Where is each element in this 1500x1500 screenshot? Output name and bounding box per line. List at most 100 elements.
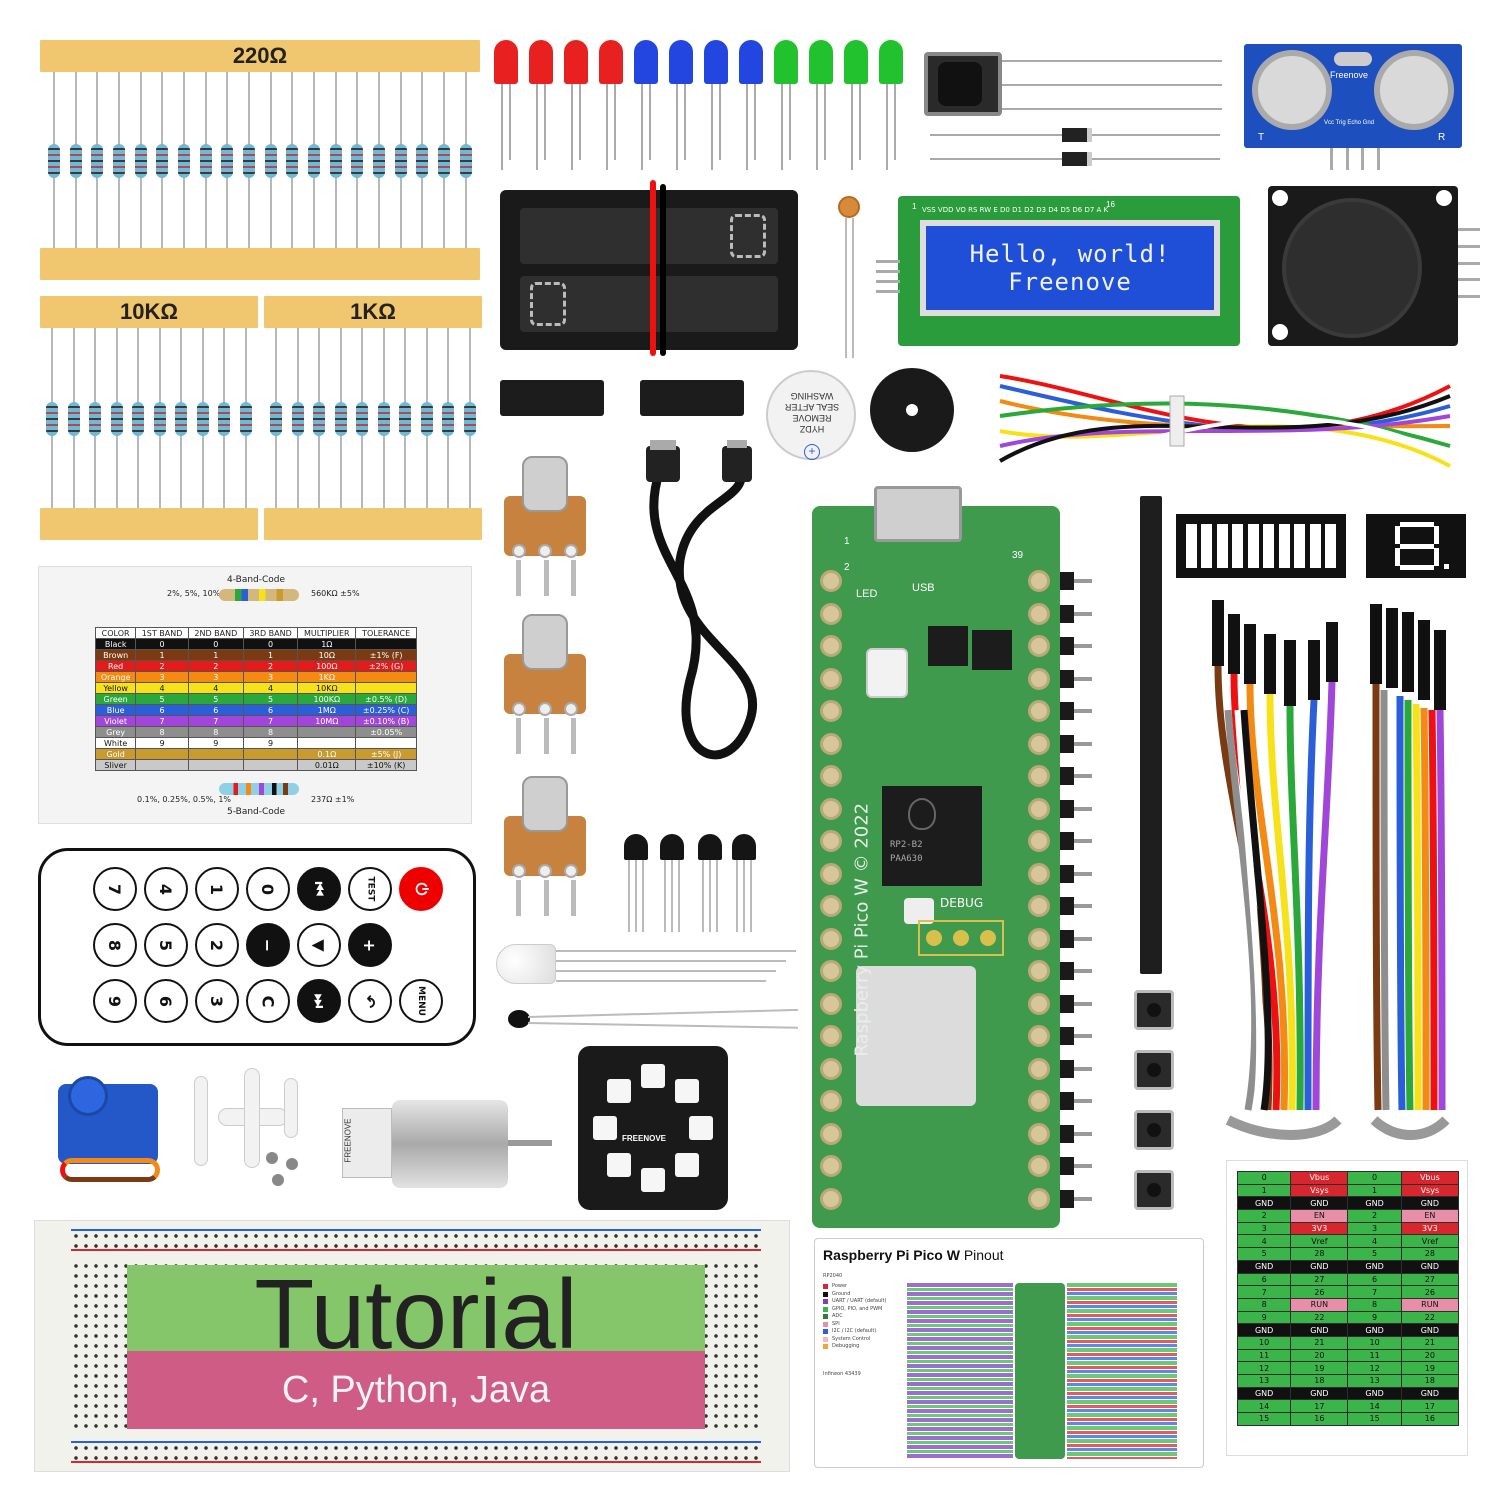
pin-hole bbox=[1028, 830, 1050, 852]
push-button[interactable] bbox=[1134, 990, 1174, 1030]
remote-key[interactable]: 9 bbox=[93, 979, 137, 1023]
table-cell bbox=[297, 737, 357, 749]
table-cell: 9 bbox=[242, 737, 299, 749]
rp2040-chip: RP2-B2 PAA630 bbox=[882, 786, 982, 886]
header-pin-lead bbox=[1074, 1034, 1092, 1038]
table-cell: 100KΩ bbox=[297, 693, 357, 705]
pin-hole bbox=[820, 700, 842, 722]
lcd-line-2: Freenove bbox=[1008, 268, 1132, 296]
legend-item: ADC bbox=[823, 1313, 903, 1321]
remote-key[interactable]: ↶ bbox=[348, 979, 392, 1023]
remote-key[interactable]: ⏻ bbox=[399, 867, 443, 911]
tape-top: 1KΩ bbox=[264, 296, 482, 328]
table-cell: ±10% (K) bbox=[355, 759, 417, 771]
header-pin bbox=[1060, 832, 1074, 850]
header-pin-lead bbox=[1074, 904, 1092, 908]
lcd-pin-end: 16 bbox=[1106, 200, 1115, 209]
ring-led bbox=[689, 1116, 713, 1140]
dupont-cable-female-female bbox=[1366, 600, 1466, 1140]
push-button[interactable] bbox=[1134, 1110, 1174, 1150]
header-pin-lead bbox=[1074, 1099, 1092, 1103]
table-cell: 1Ω bbox=[297, 638, 357, 650]
resistor bbox=[264, 72, 277, 250]
battery-wire-black bbox=[660, 184, 666, 356]
remote-key[interactable]: ▼ bbox=[297, 923, 341, 967]
table-cell: Vref bbox=[1290, 1234, 1349, 1249]
table-cell: GND bbox=[1236, 1386, 1292, 1401]
remote-key[interactable]: 8 bbox=[93, 923, 137, 967]
lcd-pin-header-label: VSS VDD VO RS RW E D0 D1 D2 D3 D4 D5 D6 … bbox=[922, 206, 1109, 214]
resistor-label-220: 220Ω bbox=[232, 43, 288, 68]
resistor bbox=[239, 328, 252, 510]
four-band-left: 2%, 5%, 10% bbox=[167, 589, 221, 598]
header-pin-lead bbox=[1074, 1196, 1092, 1201]
resistor bbox=[438, 72, 451, 250]
pin-hole bbox=[820, 895, 842, 917]
ring-led bbox=[641, 1168, 665, 1192]
servo-wire bbox=[60, 1158, 160, 1182]
header-pin-lead bbox=[1074, 1066, 1092, 1071]
remote-key[interactable]: 0 bbox=[246, 867, 290, 911]
five-band-title: 5-Band-Code bbox=[227, 807, 286, 817]
push-button[interactable] bbox=[1134, 1050, 1174, 1090]
table-cell: 9 bbox=[187, 737, 244, 749]
remote-key[interactable]: 5 bbox=[144, 923, 188, 967]
led bbox=[564, 40, 588, 174]
usb-cable-svg bbox=[646, 440, 757, 760]
resistor bbox=[377, 328, 390, 510]
remote-key[interactable]: − bbox=[246, 923, 290, 967]
pin-hole bbox=[820, 667, 842, 690]
remote-key[interactable]: 7 bbox=[93, 867, 137, 911]
potentiometer[interactable] bbox=[498, 776, 592, 926]
table-cell: 14 bbox=[1347, 1399, 1402, 1414]
resistor bbox=[132, 328, 145, 510]
debug-label: DEBUG bbox=[940, 896, 984, 910]
pin-hole bbox=[820, 1025, 842, 1047]
power-rail-bottom bbox=[71, 1441, 761, 1463]
rgb-led-lead bbox=[556, 970, 776, 972]
table-cell: EN bbox=[1400, 1209, 1460, 1223]
header-pin bbox=[1060, 1124, 1074, 1143]
remote-key[interactable]: 2 bbox=[195, 923, 239, 967]
remote-key[interactable]: 4 bbox=[144, 867, 188, 911]
legend-item: I2C / I2C (default) bbox=[823, 1328, 903, 1336]
remote-key[interactable]: 6 bbox=[144, 979, 188, 1023]
table-cell: ±0.5% (D) bbox=[355, 693, 417, 705]
table-cell: 21 bbox=[1290, 1335, 1349, 1350]
table-cell: 5 bbox=[187, 693, 244, 705]
remote-key[interactable]: 3 bbox=[195, 979, 239, 1023]
pin-hole bbox=[820, 862, 842, 885]
remote-key[interactable]: ⏭ bbox=[297, 979, 341, 1023]
remote-key[interactable]: C bbox=[246, 979, 290, 1023]
remote-key[interactable]: + bbox=[348, 923, 392, 967]
remote-key[interactable]: ⏮ bbox=[297, 867, 341, 911]
push-button[interactable] bbox=[1134, 1170, 1174, 1210]
table-cell: EN bbox=[1290, 1209, 1349, 1223]
lcd-screen: Hello, world! Freenove bbox=[920, 220, 1220, 316]
remote-key[interactable]: 1 bbox=[195, 867, 239, 911]
thermistor-lead bbox=[527, 1022, 798, 1029]
pin-hole bbox=[1028, 1057, 1050, 1080]
screws bbox=[262, 1152, 312, 1192]
remote-key[interactable]: MENU bbox=[399, 979, 443, 1023]
pin-hole bbox=[1028, 635, 1050, 657]
bootsel-button[interactable] bbox=[866, 648, 908, 698]
remote-key[interactable]: TEST bbox=[348, 867, 392, 911]
potentiometer[interactable] bbox=[498, 456, 592, 606]
pin-hole bbox=[1028, 732, 1050, 755]
potentiometer[interactable] bbox=[498, 614, 592, 764]
pinout-board-image bbox=[1015, 1283, 1065, 1459]
resistor bbox=[175, 328, 188, 510]
header-pin-lead bbox=[1074, 871, 1092, 876]
resistor bbox=[243, 72, 256, 250]
servo-arm-icon bbox=[194, 1076, 208, 1166]
